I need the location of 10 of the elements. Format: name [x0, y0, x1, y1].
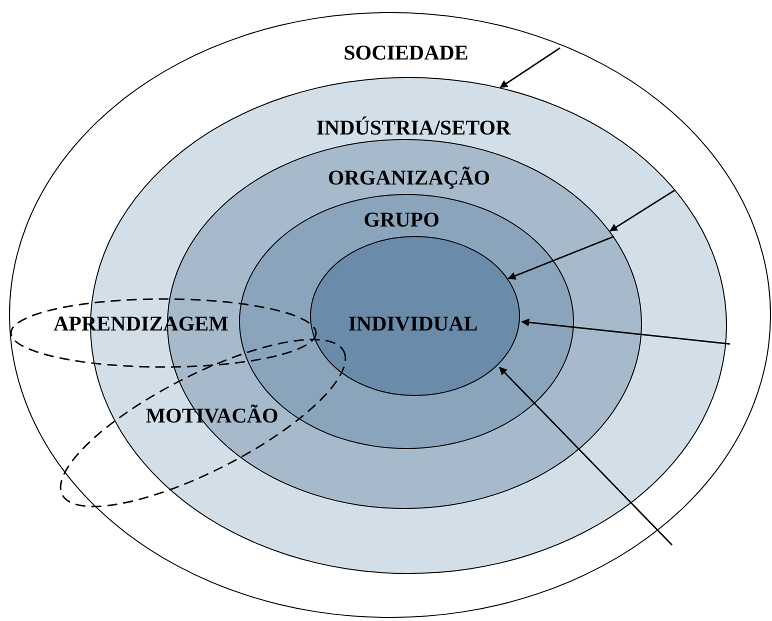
ring-label: INDÚSTRIA/SETOR [316, 117, 511, 138]
arrow [609, 189, 676, 232]
arrow [508, 236, 614, 280]
ring-label: GRUPO [364, 209, 440, 230]
arrow [499, 366, 673, 546]
ring-label: SOCIEDADE [344, 42, 468, 64]
ring-label: INDIVIDUAL [348, 314, 478, 334]
arrow [521, 318, 730, 345]
ring-label: ORGANIZAÇÃO [328, 168, 490, 188]
arrow [500, 47, 560, 88]
